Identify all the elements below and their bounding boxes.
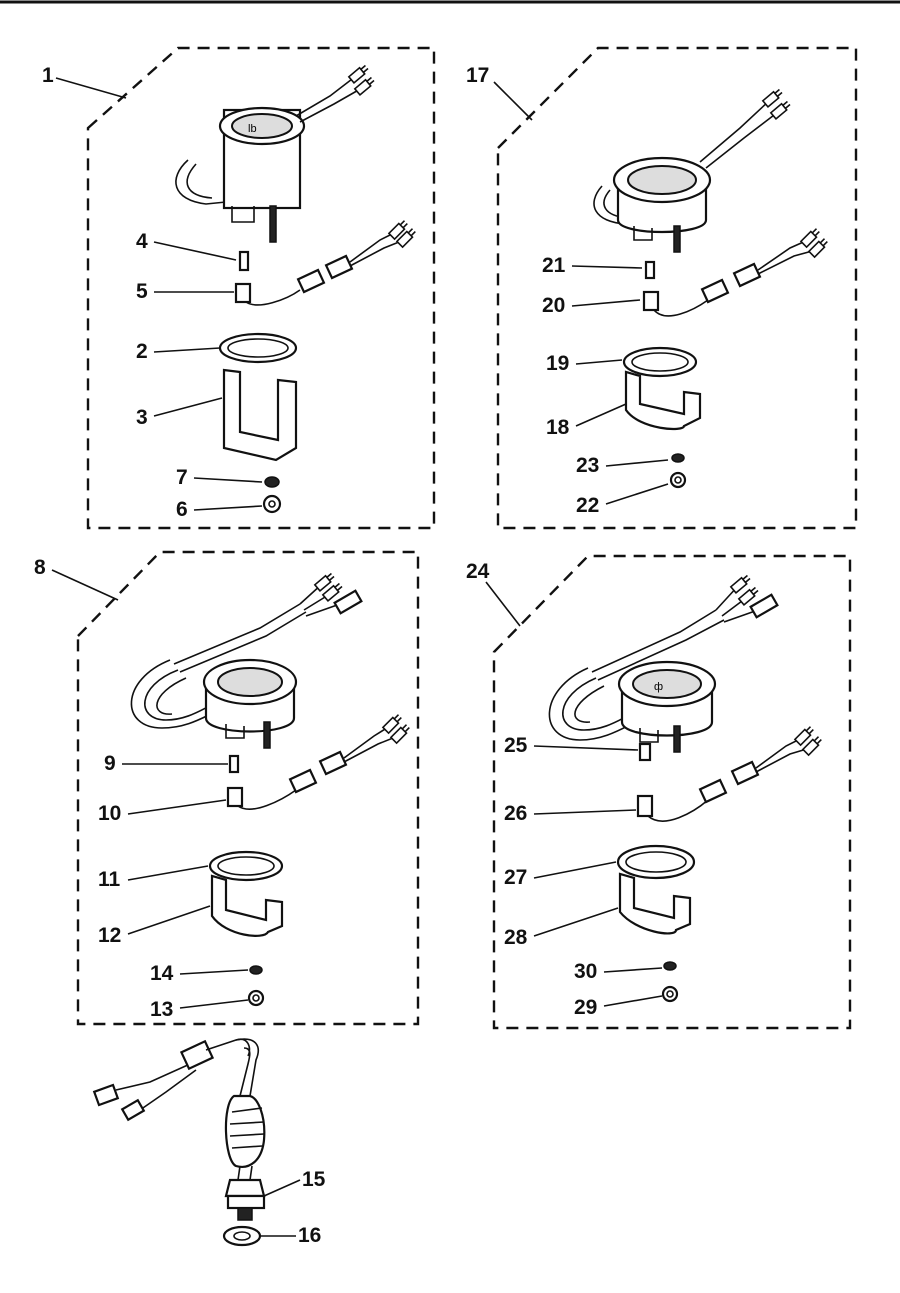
callout-13: 13	[150, 998, 173, 1021]
group-8-label: 8	[34, 556, 46, 579]
callout-4: 4	[136, 230, 148, 253]
svg-text:ф: ф	[654, 681, 663, 693]
callout-27: 27	[504, 866, 527, 889]
callout-22: 22	[576, 494, 599, 517]
callout-2: 2	[136, 340, 148, 363]
gauge-17-illustration	[593, 87, 793, 253]
callout-20: 20	[542, 294, 565, 317]
group-24-assembly: 24 ф	[466, 554, 852, 1030]
group-8-boundary	[76, 550, 420, 1026]
callout-12: 12	[98, 924, 121, 947]
callout-7: 7	[176, 466, 188, 489]
callout-29: 29	[574, 996, 597, 1019]
callout-19: 19	[546, 352, 569, 375]
gauge-24-illustration: ф	[548, 573, 779, 753]
group-24-label: 24	[466, 560, 490, 583]
gauge-1-illustration: lb	[175, 63, 377, 243]
callout-15: 15	[302, 1168, 326, 1191]
callout-25: 25	[504, 734, 528, 757]
group-8-assembly: 8	[34, 550, 420, 1026]
callout-3: 3	[136, 406, 148, 429]
callout-5: 5	[136, 280, 148, 303]
callout-11: 11	[98, 868, 121, 891]
callout-6: 6	[176, 498, 188, 521]
group-17-label: 17	[466, 64, 489, 87]
group-1-boundary	[86, 46, 436, 530]
sender-unit: 15 16	[92, 1038, 326, 1247]
group-17-boundary	[496, 46, 858, 530]
callout-16: 16	[298, 1224, 321, 1247]
callout-10: 10	[98, 802, 121, 825]
group-24-boundary	[492, 554, 852, 1030]
callout-26: 26	[504, 802, 527, 825]
callout-9: 9	[104, 752, 116, 775]
group-1-assembly: 1 lb	[42, 46, 436, 530]
callout-30: 30	[574, 960, 597, 983]
group-17-assembly: 17 21 20	[466, 46, 858, 530]
callout-18: 18	[546, 416, 570, 439]
callout-28: 28	[504, 926, 528, 949]
callout-21: 21	[542, 254, 566, 277]
group-1-label: 1	[42, 64, 54, 87]
svg-text:lb: lb	[248, 123, 257, 135]
callout-23: 23	[576, 454, 599, 477]
callout-14: 14	[150, 962, 174, 985]
gauge-8-illustration	[130, 571, 363, 749]
